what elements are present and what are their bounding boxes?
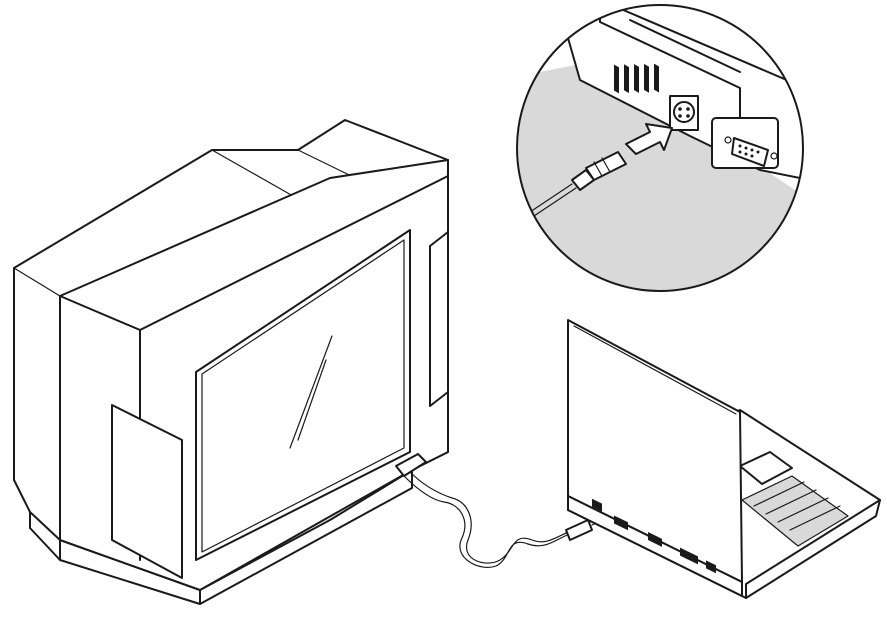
tv-screen-inner	[201, 239, 405, 553]
callout-vga-port	[711, 117, 779, 169]
cable-strand-b	[409, 471, 579, 564]
tv-av-jacks	[395, 453, 427, 477]
callout-vent	[614, 63, 659, 94]
tv-rear-foot	[29, 511, 61, 561]
callout-border	[516, 4, 804, 292]
port-detail-callout	[516, 4, 804, 292]
s-video-cable	[403, 471, 605, 568]
notebook-ports	[592, 498, 716, 574]
cable-strand-a	[403, 475, 575, 568]
callout-surface	[517, 60, 803, 291]
callout-plug	[529, 151, 627, 217]
arrow-right-icon	[625, 123, 673, 155]
crt-television	[13, 119, 449, 605]
notebook-touchpad	[739, 451, 793, 485]
cable-plug	[565, 519, 593, 541]
notebook-keyboard	[741, 475, 849, 547]
callout-s-video-port	[669, 95, 699, 131]
notebook-lid-edge	[573, 325, 737, 415]
tv-base	[199, 469, 413, 605]
tv-right-grip	[429, 231, 449, 407]
tv-screen	[195, 229, 411, 561]
tv-screen-glare-2	[297, 359, 327, 441]
callout-notebook-top-2	[629, 19, 741, 73]
notebook-keys	[753, 481, 841, 531]
notebook-computer	[567, 319, 881, 599]
tv-screen-glare	[289, 335, 333, 449]
tv-side-panel	[111, 404, 183, 579]
